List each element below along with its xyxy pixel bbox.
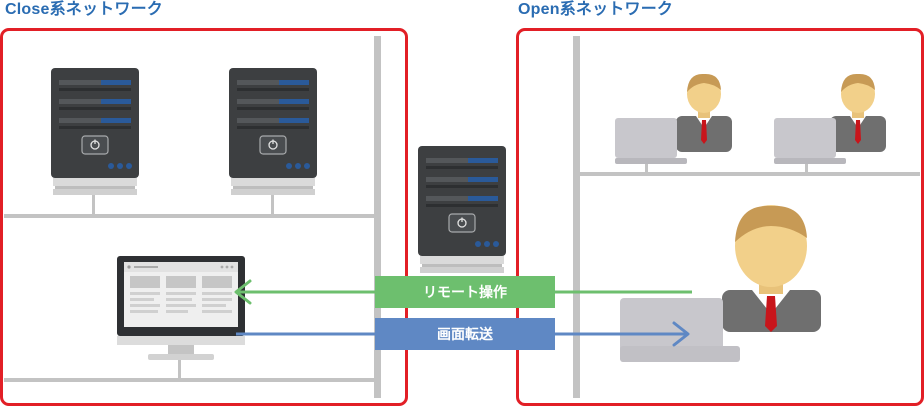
screen-transfer-label: 画面転送 [437,326,494,342]
server-icon [50,67,140,196]
close-network-title: Close系ネットワーク [5,1,163,18]
person-icon [830,73,886,152]
server-icon [228,67,318,196]
close-network-lines [4,36,381,398]
person-icon [722,205,821,332]
remote-operation-label-box [375,276,555,308]
server-icon [417,145,507,274]
laptop-icon [615,118,687,164]
open-network-title: Open系ネットワーク [518,1,674,18]
desktop-monitor-icon [117,256,245,360]
person-icon [676,73,732,152]
laptop-icon [620,298,740,362]
remote-operation-label: リモート操作 [423,284,507,300]
remote-operation-flow: リモート操作 [234,276,692,308]
screen-transfer-label-box [375,318,555,350]
screen-transfer-flow: 画面転送 [236,318,690,350]
laptop-icon [774,118,846,164]
